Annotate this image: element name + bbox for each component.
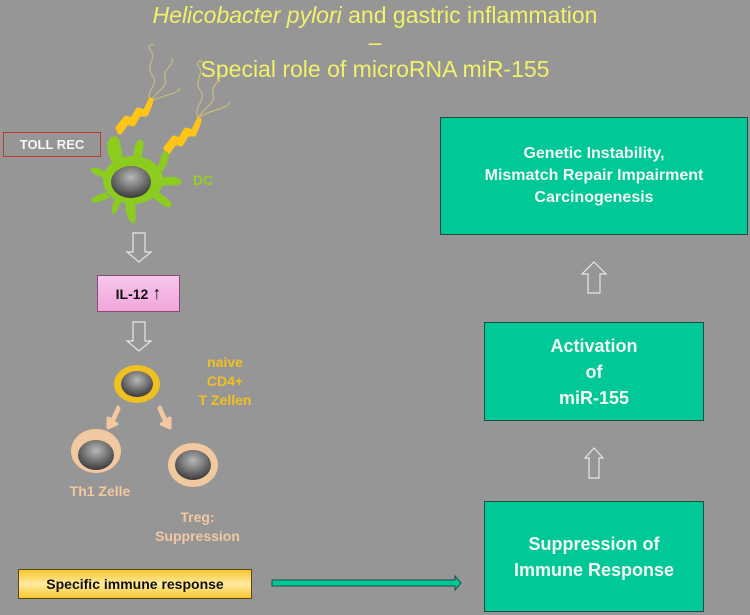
title-topic: and gastric inflammation – — [341, 2, 598, 55]
box-line: Mismatch Repair Impairment — [484, 167, 704, 184]
arrow-up-icon: ↑ — [152, 283, 162, 303]
naive-label-line: T Zellen — [198, 392, 252, 408]
treg-label-line: Treg: — [180, 509, 215, 525]
arrow-down-dc-to-il12 — [125, 232, 153, 263]
box-line: Genetic Instability, — [523, 145, 665, 162]
th1-cell-nucleus — [78, 440, 114, 470]
box-line: miR-155 — [558, 387, 629, 408]
naive-t-cell-nucleus — [121, 371, 153, 397]
genetic-instability-box: Genetic Instability, Mismatch Repair Imp… — [440, 117, 748, 235]
arrow-right-specific-to-suppression — [271, 574, 462, 592]
box-line: Carcinogenesis — [534, 189, 654, 206]
box-line: Suppression of — [528, 533, 660, 554]
arrow-up-suppression-to-mir155 — [583, 447, 605, 479]
box-line: Immune Response — [513, 559, 675, 580]
title-line-1: Helicobacter pylori and gastric inflamma… — [150, 2, 600, 56]
treg-cell-nucleus — [175, 450, 211, 480]
il12-label: IL-12 — [115, 285, 149, 302]
arrow-up-mir155-to-genetic — [580, 261, 608, 294]
toll-receptor-label: TOLL REC — [3, 132, 101, 157]
naive-t-cell-label: naive CD4+ T Zellen — [185, 353, 265, 410]
dendritic-cell-nucleus — [111, 166, 151, 198]
naive-label-line: naive — [207, 354, 243, 370]
bacterium-flagella — [148, 43, 231, 119]
box-line: of — [585, 361, 603, 382]
th1-cell-label: Th1 Zelle — [69, 483, 131, 499]
arrow-to-th1 — [106, 405, 121, 430]
title-species: Helicobacter pylori — [152, 2, 342, 28]
immune-suppression-box: Suppression of Immune Response — [484, 501, 704, 612]
specific-immune-response-box: Specific immune response — [18, 569, 252, 599]
treg-cell-label: Treg: Suppression — [140, 508, 255, 546]
bacterium-2 — [163, 117, 202, 155]
il12-box: IL-12 ↑ — [97, 275, 180, 312]
arrow-to-treg — [157, 405, 172, 430]
title-line-2: Special role of microRNA miR-155 — [200, 56, 550, 82]
diagram-title: Helicobacter pylori and gastric inflamma… — [150, 2, 600, 83]
bacterium-1 — [115, 97, 154, 135]
arrow-down-il12-to-naive — [125, 321, 153, 352]
dendritic-cell-label: DC — [193, 172, 214, 188]
mir155-activation-box: Activation of miR-155 — [484, 322, 704, 421]
box-line: Activation — [550, 335, 638, 356]
treg-label-line: Suppression — [155, 528, 240, 544]
naive-label-line: CD4+ — [206, 373, 244, 389]
